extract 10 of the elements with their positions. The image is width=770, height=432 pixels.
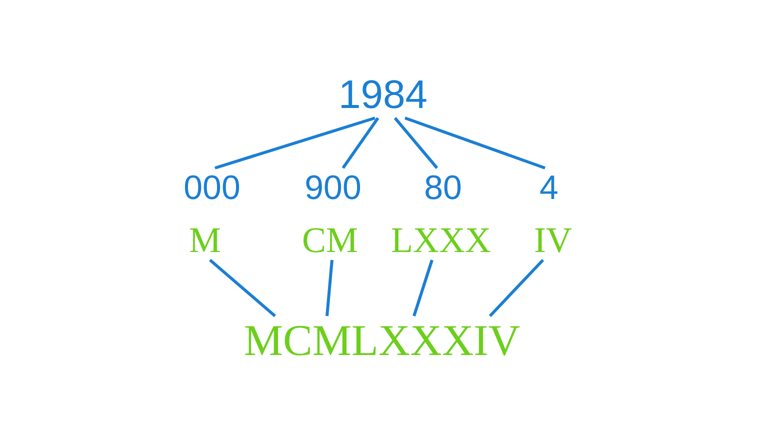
number-text: 900 xyxy=(293,168,373,208)
number-text: 4 xyxy=(534,168,564,208)
number-text: 000 xyxy=(172,168,252,208)
roman-numeral: M xyxy=(180,220,230,260)
roman-numeral: IV xyxy=(528,220,578,260)
number-text: 1984 xyxy=(328,72,438,118)
number-text: 80 xyxy=(413,168,473,208)
roman-numeral: CM xyxy=(290,220,370,260)
roman-numeral: LXXX xyxy=(381,220,501,260)
roman-numeral: MCMLXXXIV xyxy=(237,316,527,366)
